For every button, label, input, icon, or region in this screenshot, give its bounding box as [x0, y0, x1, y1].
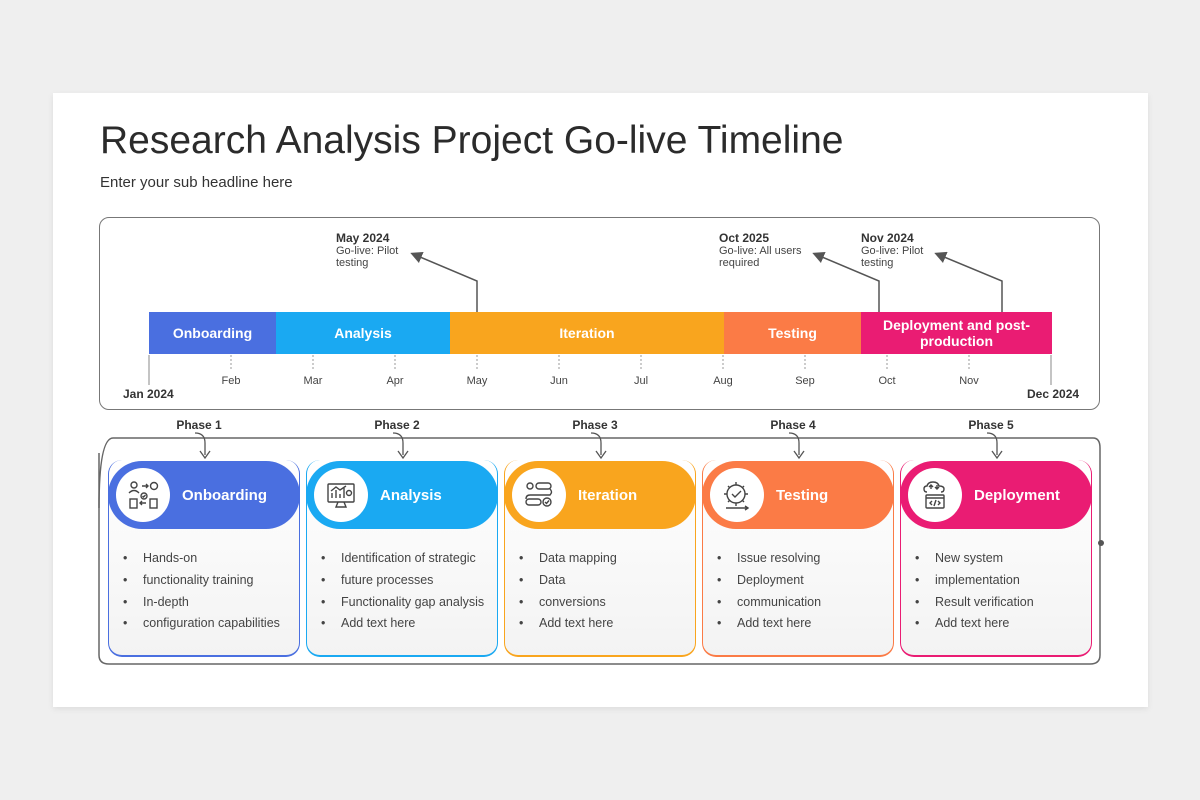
annotation-may-2024: May 2024 Go-live: Pilot testing [336, 231, 416, 269]
bullet-item: New system [901, 548, 1091, 570]
phase-label-4: Phase 4 [770, 418, 816, 432]
phase-pill-testing: Testing [702, 461, 894, 529]
phase-frame-bottom [98, 453, 1101, 665]
phase-pill-onboarding: Onboarding [108, 461, 300, 529]
bullet-item: Data mapping [505, 548, 695, 570]
phase-arrow-4 [788, 432, 800, 455]
timeline-connectors [98, 251, 1104, 665]
phase-label-5: Phase 5 [968, 418, 1014, 432]
segment-analysis: Analysis [276, 312, 450, 354]
phase-label-3: Phase 3 [572, 418, 618, 432]
bullet-item: Add text here [307, 613, 497, 635]
month-label: Feb [221, 375, 241, 387]
segment-deployment: Deployment and post-production [861, 312, 1052, 354]
bullet-item: Identification of strategic [307, 548, 497, 570]
phase-title: Iteration [578, 486, 638, 504]
bullet-item: Add text here [901, 613, 1091, 635]
bullet-item: Add text here [703, 613, 893, 635]
bullet-item: Issue resolving [703, 548, 893, 570]
annotation-date: Oct 2025 [719, 231, 770, 245]
phase-arrow-3 [590, 432, 602, 455]
bullet-list: Identification of strategic future proce… [307, 548, 497, 635]
bullet-list: Hands-on functionality training In-depth… [109, 548, 299, 635]
annotation-text: Go-live: Pilot testing [861, 245, 924, 269]
page-title: Research Analysis Project Go-live Timeli… [100, 119, 844, 162]
phase-arrow-1 [194, 432, 206, 455]
phase-pill-iteration: Iteration [504, 461, 696, 529]
phase-label-2: Phase 2 [374, 418, 420, 432]
phase-title: Testing [776, 486, 829, 504]
slide: Research Analysis Project Go-live Timeli… [53, 93, 1148, 707]
phase-title: Onboarding [182, 486, 267, 504]
axis-end-label: Dec 2024 [1027, 387, 1080, 401]
month-label: May [466, 375, 488, 387]
segment-testing: Testing [724, 312, 861, 354]
cloud-code-icon [908, 468, 962, 522]
segment-iteration: Iteration [450, 312, 724, 354]
frame-dot [1098, 540, 1104, 546]
bullet-item: Hands-on [109, 548, 299, 570]
annotation-text: Go-live: Pilot testing [336, 245, 399, 269]
month-label: Sep [795, 375, 815, 387]
bullet-list: New system implementation Result verific… [901, 548, 1091, 635]
bullet-item: communication [703, 592, 893, 614]
month-label: Aug [713, 375, 733, 387]
bullet-item: In-depth [109, 592, 299, 614]
iteration-flow-icon [512, 468, 566, 522]
annotation-text: Go-live: All users required [719, 245, 802, 269]
month-label: Apr [386, 375, 404, 387]
bullet-item: Result verification [901, 592, 1091, 614]
bullet-item: Add text here [505, 613, 695, 635]
month-label: Nov [959, 375, 979, 387]
annotation-arrow-may [410, 251, 478, 312]
month-label: Oct [878, 375, 896, 387]
bullet-item: functionality training [109, 570, 299, 592]
annotation-date: Nov 2024 [861, 231, 914, 245]
axis-start-label: Jan 2024 [123, 387, 174, 401]
bullet-item: Data [505, 570, 695, 592]
bullet-item: implementation [901, 570, 1091, 592]
phase-title: Deployment [974, 486, 1060, 504]
annotation-nov-2024: Nov 2024 Go-live: Pilot testing [861, 231, 941, 269]
annotation-oct-2025: Oct 2025 Go-live: All users required [719, 231, 805, 269]
month-label: Jun [550, 375, 568, 387]
bullet-item: conversions [505, 592, 695, 614]
bullet-list: Issue resolving Deployment communication… [703, 548, 893, 635]
phase-label-1: Phase 1 [176, 418, 222, 432]
phase-arrow-2 [392, 432, 404, 455]
segment-onboarding: Onboarding [149, 312, 276, 354]
annotation-arrow-oct [812, 251, 880, 312]
phase-frame-top [98, 437, 1101, 545]
page-subtitle: Enter your sub headline here [100, 174, 293, 191]
phase-pill-deployment: Deployment [900, 461, 1092, 529]
month-label: Mar [303, 375, 323, 387]
testing-gear-icon [710, 468, 764, 522]
bullet-list: Data mapping Data conversions Add text h… [505, 548, 695, 635]
annotation-arrow-nov [934, 251, 1003, 312]
bullet-item: future processes [307, 570, 497, 592]
bullet-item: Functionality gap analysis [307, 592, 497, 614]
bullet-item: configuration capabilities [109, 613, 299, 635]
annotation-date: May 2024 [336, 231, 390, 245]
phase-arrow-5 [986, 432, 998, 455]
phase-title: Analysis [380, 486, 442, 504]
workflow-icon [116, 468, 170, 522]
timeline-frame [99, 217, 1100, 410]
analytics-monitor-icon [314, 468, 368, 522]
month-label: Jul [633, 375, 649, 387]
phase-pill-analysis: Analysis [306, 461, 498, 529]
bullet-item: Deployment [703, 570, 893, 592]
